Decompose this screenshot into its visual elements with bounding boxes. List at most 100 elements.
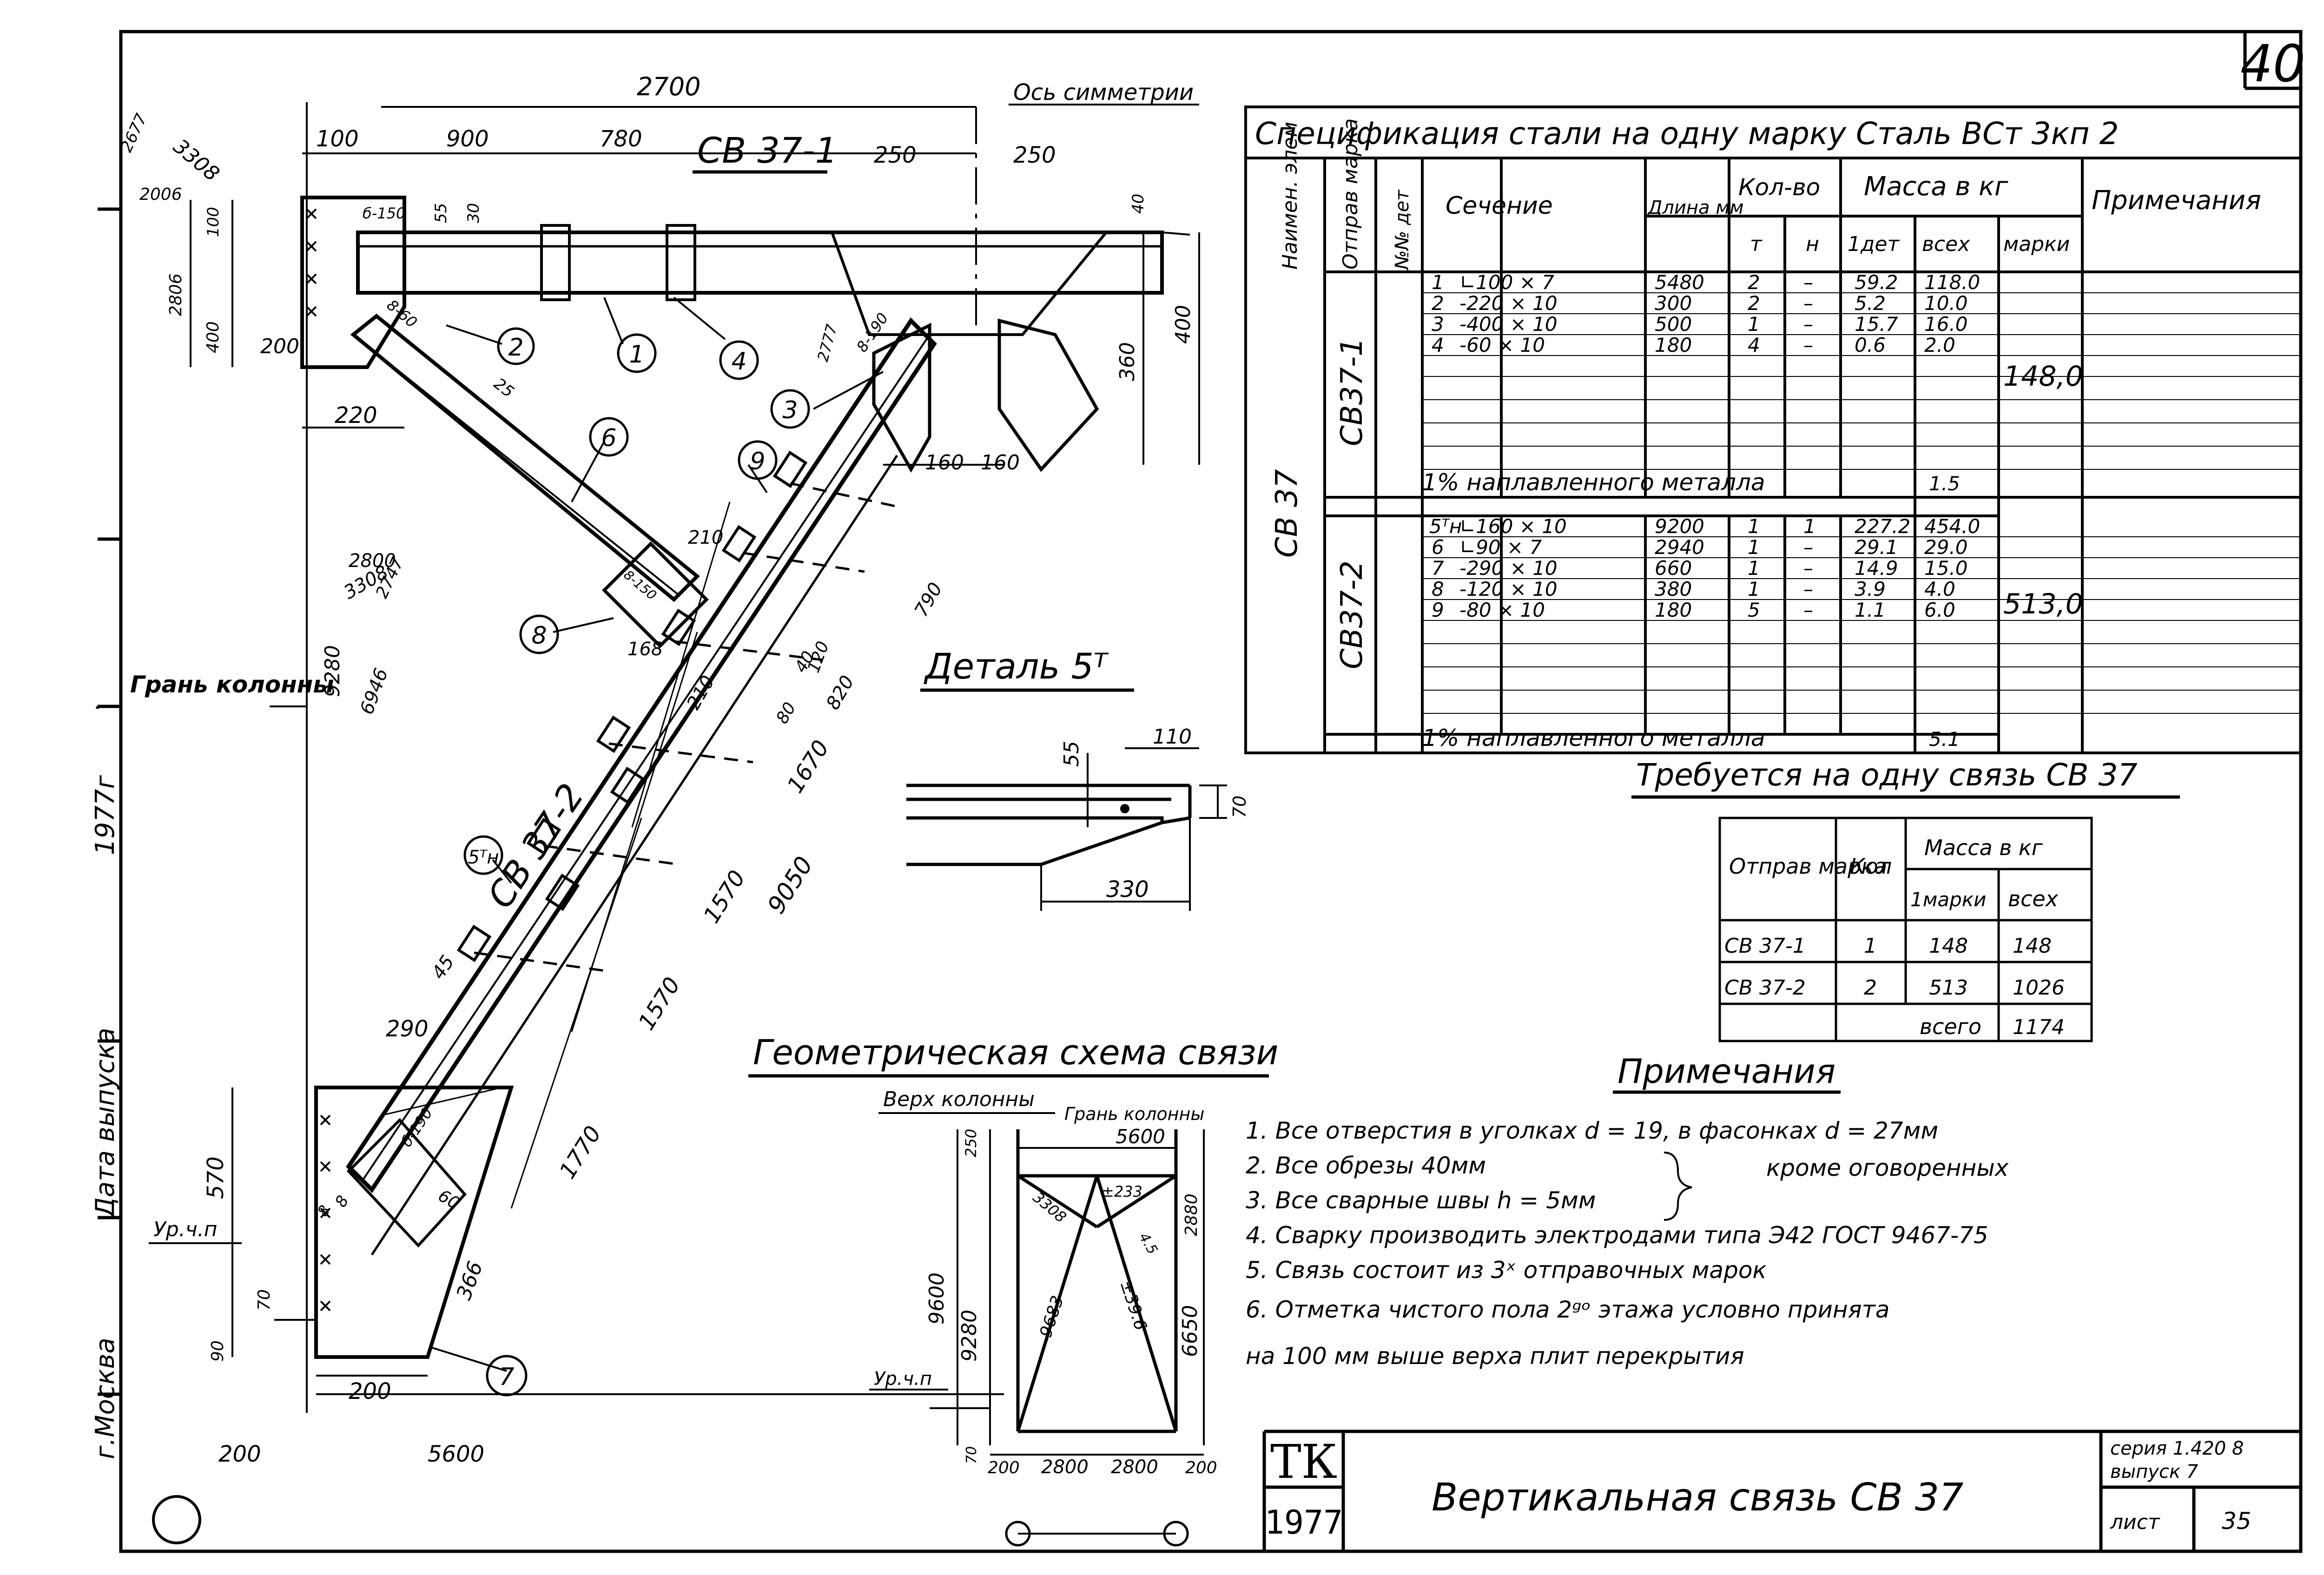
svg-text:100: 100 (316, 126, 359, 152)
svg-text:2800: 2800 (1111, 1456, 1158, 1478)
svg-text:200: 200 (988, 1458, 1020, 1477)
svg-text:1: 1 (1748, 515, 1760, 538)
svg-text:1: 1 (1432, 271, 1444, 294)
svg-text:8: 8 (331, 1193, 352, 1211)
axis-label: Ось симметрии (1013, 79, 1194, 105)
svg-text:200: 200 (260, 335, 299, 358)
svg-text:Примечания: Примечания (1618, 1052, 1835, 1091)
issue-label: выпуск 7 (2110, 1461, 2199, 1483)
svg-text:1570: 1570 (634, 973, 686, 1035)
svg-text:4: 4 (1748, 334, 1760, 356)
sheet-title: Вертикальная связь СВ 37 (1432, 1476, 1963, 1520)
svg-text:Сечение: Сечение (1446, 192, 1553, 220)
svg-text:4. Сварку производить элект: 4. Сварку производить электродами типа Э… (1246, 1222, 1988, 1249)
svg-text:СВ 37-2: СВ 37-2 (1724, 976, 1806, 1000)
callout-7: 7 (499, 1363, 514, 1391)
top-gusset-plate (300, 196, 406, 369)
svg-text:70: 70 (964, 1446, 980, 1464)
svg-text:Требуется на одну связь СВ 37: Требуется на одну связь СВ 37 (1636, 757, 2138, 793)
svg-text:±233: ±233 (1102, 1183, 1142, 1200)
notes: Примечания 1. Все отверстия в уголках d … (1246, 1052, 2009, 1370)
svg-text:790: 790 (911, 579, 947, 620)
svg-text:45: 45 (428, 952, 459, 983)
svg-text:1: 1 (1748, 313, 1760, 336)
svg-text:2806: 2806 (166, 273, 185, 316)
svg-text:148: 148 (2013, 934, 2052, 958)
svg-text:780: 780 (600, 126, 642, 152)
spec-table-rowlines (1422, 292, 2301, 714)
svg-text:570: 570 (203, 1156, 229, 1199)
svg-text:9683: 9683 (1037, 1293, 1068, 1340)
svg-text:Ур.ч.п: Ур.ч.п (874, 1368, 932, 1390)
svg-text:148: 148 (1929, 934, 1968, 958)
sheet-frame (119, 30, 2303, 1553)
spec-group2-mass: 513,0 (2003, 588, 2083, 620)
svg-text:227.2: 227.2 (1855, 515, 1910, 538)
svg-text:–: – (1803, 536, 1813, 559)
svg-text:н: н (1806, 232, 1819, 256)
svg-text:Длина мм: Длина мм (1647, 197, 1744, 218)
svg-text:8: 8 (1432, 578, 1444, 600)
side-date: 1977г (90, 775, 120, 855)
svg-text:210: 210 (688, 527, 723, 548)
punch-circle (152, 1495, 201, 1544)
svg-text:513: 513 (1929, 976, 1968, 1000)
svg-text:-60 × 10: -60 × 10 (1459, 334, 1545, 356)
svg-text:3308: 3308 (1030, 1188, 1070, 1226)
svg-text:70: 70 (1229, 796, 1250, 818)
svg-text:250: 250 (1013, 142, 1056, 168)
svg-text:2.0: 2.0 (1924, 334, 1955, 356)
svg-text:330: 330 (1106, 876, 1149, 903)
spec-group2-mark: СВ37-2 (1335, 560, 1369, 669)
svg-text:200: 200 (349, 1378, 391, 1404)
svg-text:9: 9 (1432, 599, 1444, 621)
svg-text:9050: 9050 (762, 852, 819, 919)
svg-text:Масса в кг: Масса в кг (1864, 171, 2008, 202)
title-org: ТК (1270, 1435, 1337, 1489)
svg-text:-290 × 10: -290 × 10 (1459, 557, 1558, 580)
svg-text:660: 660 (1655, 557, 1692, 580)
svg-text:1: 1 (1803, 515, 1816, 538)
svg-text:15.0: 15.0 (1924, 557, 1968, 580)
svg-text:60: 60 (435, 1186, 463, 1213)
svg-text:Масса в кг: Масса в кг (1924, 835, 2043, 860)
side-city: г.Москва (90, 1338, 120, 1459)
svg-text:2: 2 (1432, 292, 1444, 315)
spec-group1-mark: СВ37-1 (1335, 337, 1369, 446)
sheet-number: 35 (2222, 1508, 2251, 1535)
svg-text:4.5: 4.5 (1136, 1230, 1161, 1258)
svg-text:2: 2 (1748, 292, 1760, 315)
svg-text:160: 160 (981, 451, 1020, 474)
svg-text:9600: 9600 (925, 1272, 949, 1325)
svg-text:2940: 2940 (1655, 536, 1704, 559)
top-dimensions: 100 900 780 250 250 2700 (316, 72, 1056, 168)
callout-1: 1 (629, 341, 644, 369)
svg-text:Грань колонны: Грань колонны (1064, 1104, 1204, 1124)
svg-text:Кол: Кол (1850, 854, 1892, 879)
svg-text:1: 1 (1748, 557, 1760, 580)
svg-text:200: 200 (218, 1441, 261, 1467)
series-label: серия 1.420 8 (2110, 1438, 2244, 1459)
svg-text:–: – (1803, 599, 1813, 621)
spec-group1-rows: 1 ∟100 × 7 5480 2 – 59.2 118.0 2 -220 × … (1432, 271, 1980, 356)
svg-text:6. Отметка чистого пола 2ᵍᵒ: 6. Отметка чистого пола 2ᵍᵒ этажа условн… (1246, 1296, 1889, 1323)
svg-text:2777: 2777 (814, 322, 841, 363)
svg-text:1770: 1770 (555, 1121, 607, 1183)
svg-text:250: 250 (962, 1129, 980, 1157)
top-angle (356, 231, 1164, 295)
column-face-label: Грань колонны (130, 671, 334, 698)
svg-text:4.0: 4.0 (1924, 578, 1955, 600)
svg-text:5.2: 5.2 (1855, 292, 1886, 315)
svg-text:0.6: 0.6 (1855, 334, 1886, 356)
callout-2: 2 (508, 334, 523, 362)
svg-text:1марки: 1марки (1910, 888, 1986, 911)
svg-text:400: 400 (204, 321, 223, 353)
svg-text:кроме оговоренных: кроме оговоренных (1766, 1154, 2009, 1181)
side-release: Дата выпуска (90, 1028, 120, 1219)
svg-text:110: 110 (1153, 725, 1192, 749)
svg-text:∟160 × 10: ∟160 × 10 (1459, 515, 1567, 538)
svg-text:118.0: 118.0 (1924, 271, 1980, 294)
svg-text:1570: 1570 (699, 866, 751, 928)
svg-text:59.2: 59.2 (1855, 271, 1898, 294)
